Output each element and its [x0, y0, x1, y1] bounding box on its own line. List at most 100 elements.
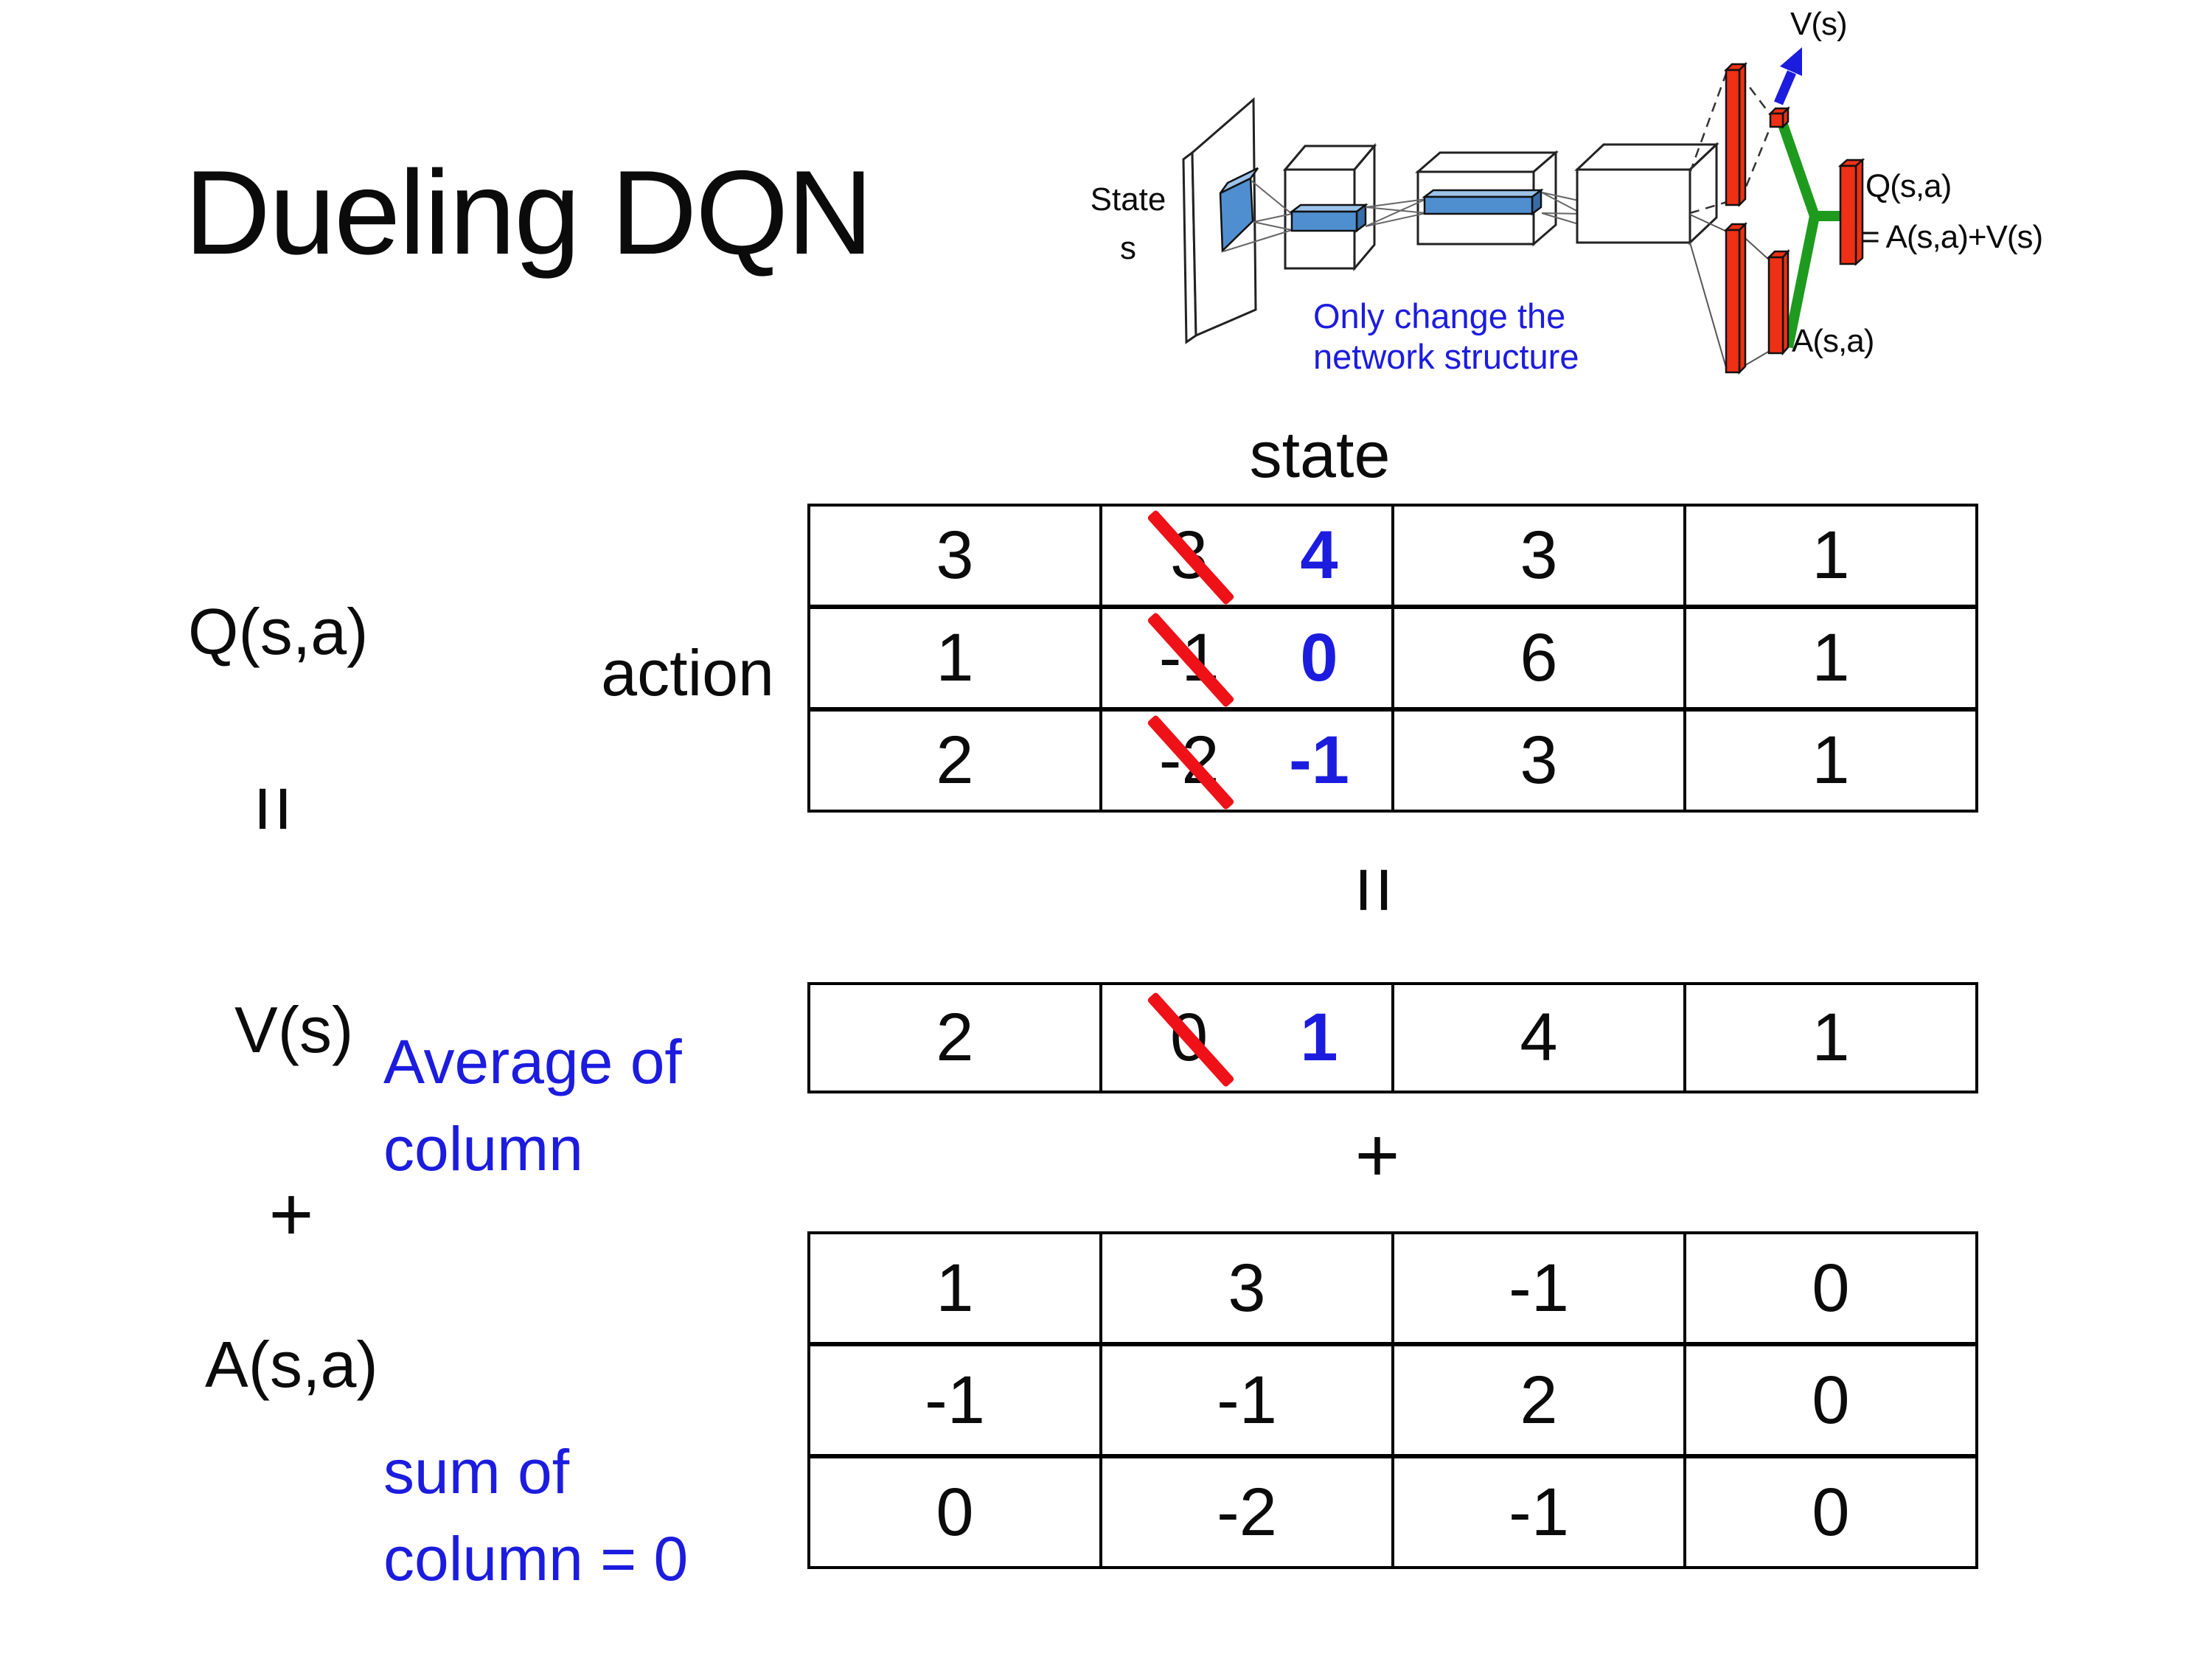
- v-new-value: 1: [1300, 1000, 1338, 1075]
- sum-note-line1: sum of: [383, 1437, 570, 1506]
- average-of-column-note: Average of column: [383, 1019, 682, 1192]
- q-cell: 1: [1683, 507, 1975, 605]
- fc-box: [1574, 142, 1719, 246]
- a-table: 1 3 -1 0 -1 -1 2 0 0 -2 -1 0: [807, 1231, 1978, 1569]
- plus-sign-left: +: [268, 1171, 314, 1257]
- q-cell: 1: [810, 609, 1099, 707]
- projection-lines-2: [1365, 198, 1427, 227]
- v-table-row: 2 0 1 4 1: [810, 985, 1975, 1091]
- average-note-line2: column: [383, 1113, 583, 1183]
- q-cell: 3: [1391, 507, 1683, 605]
- diagram-a-output-label: A(s,a): [1792, 323, 1874, 359]
- a-cell: 3: [1099, 1234, 1391, 1342]
- q-value: 1: [936, 620, 974, 695]
- q-value: 1: [1812, 620, 1850, 695]
- q-value: 1: [1812, 723, 1850, 798]
- v-value: 2: [936, 1000, 974, 1075]
- sum-of-column-note: sum of column = 0: [383, 1429, 688, 1602]
- q-value: 3: [1520, 723, 1558, 798]
- a-value: 0: [936, 1474, 974, 1550]
- q-new-value: -1: [1289, 723, 1349, 798]
- a-value: -1: [925, 1362, 985, 1438]
- q-cell: 3: [1391, 712, 1683, 810]
- a-value: 0: [1812, 1250, 1850, 1326]
- q-function-label: Q(s,a): [188, 595, 369, 668]
- equals-sign-left: =: [228, 785, 321, 833]
- a-cell: -2: [1099, 1458, 1391, 1566]
- conv-patch: [1219, 177, 1254, 253]
- plus-sign-center: +: [1354, 1112, 1400, 1198]
- q-cell: 6: [1391, 609, 1683, 707]
- a-value: 0: [1812, 1474, 1850, 1550]
- diagram-note-line2: network structure: [1313, 336, 1579, 376]
- a-table-row-2: -1 -1 2 0: [810, 1342, 1975, 1454]
- q-cell-crossed: -1 0: [1099, 609, 1391, 709]
- v-cell: 2: [810, 985, 1099, 1091]
- q-cell: 1: [1683, 712, 1975, 810]
- slide-title: Dueling DQN: [184, 146, 873, 279]
- q-output-bar: [1837, 158, 1865, 266]
- dueling-network-diagram: [1182, 47, 1865, 375]
- a-cell: -1: [1391, 1458, 1683, 1566]
- advantage-output-bar: [1766, 248, 1790, 356]
- conv-box-1: [1282, 142, 1377, 272]
- equals-sign-center: =: [1329, 866, 1422, 914]
- v-value: 1: [1812, 1000, 1850, 1075]
- value-node: [1767, 105, 1791, 130]
- q-new-value: 4: [1300, 518, 1338, 593]
- a-table-row-3: 0 -2 -1 0: [810, 1454, 1975, 1566]
- q-value: 1: [1812, 518, 1850, 593]
- q-cell: 1: [1683, 609, 1975, 707]
- diagram-state-line1: State: [1090, 181, 1166, 218]
- q-table: 3 3 4 3 1 1 -1 0 6 1 2 -2 -1 3 1: [807, 504, 1978, 813]
- a-value: -1: [1509, 1250, 1569, 1326]
- q-new-value: 0: [1300, 620, 1338, 695]
- diagram-state-label: State s: [1073, 175, 1183, 273]
- v-table: 2 0 1 4 1: [807, 982, 1978, 1093]
- q-value: 3: [1520, 518, 1558, 593]
- q-value: 2: [936, 723, 974, 798]
- q-cell: 3: [810, 507, 1099, 605]
- v-cell-crossed: 0 1: [1099, 985, 1391, 1091]
- a-value: 1: [936, 1250, 974, 1326]
- v-cell: 4: [1391, 985, 1683, 1091]
- state-header: state: [1249, 418, 1391, 491]
- a-value: -1: [1217, 1362, 1277, 1438]
- diagram-note: Only change the network structure: [1313, 296, 1579, 378]
- sum-note-line2: column = 0: [383, 1523, 689, 1593]
- stream-merge-lines: [1777, 120, 1843, 349]
- diagram-state-line2: s: [1120, 230, 1136, 266]
- a-value: -2: [1217, 1474, 1277, 1550]
- q-value: 6: [1520, 620, 1558, 695]
- a-function-label: A(s,a): [205, 1328, 378, 1401]
- projection-lines-1: [1222, 180, 1293, 252]
- average-note-line1: Average of: [383, 1027, 682, 1096]
- a-value: -1: [1509, 1474, 1569, 1550]
- diagram-q-output-label: Q(s,a): [1865, 168, 1952, 204]
- q-cell: 2: [810, 712, 1099, 810]
- a-cell: 0: [1683, 1458, 1975, 1566]
- action-label: action: [601, 636, 774, 709]
- diagram-q-output-formula: = A(s,a)+V(s): [1861, 219, 2043, 255]
- a-cell: -1: [1099, 1346, 1391, 1454]
- q-cell-crossed: -2 -1: [1099, 712, 1391, 811]
- a-cell: 0: [1683, 1234, 1975, 1342]
- diagram-note-line1: Only change the: [1313, 296, 1566, 335]
- a-cell: 1: [810, 1234, 1099, 1342]
- projection-lines-3: [1541, 192, 1583, 225]
- v-value: 4: [1520, 1000, 1558, 1075]
- a-table-row-1: 1 3 -1 0: [810, 1234, 1975, 1342]
- value-stream-bar: [1723, 61, 1748, 208]
- q-table-row-3: 2 -2 -1 3 1: [810, 707, 1975, 811]
- a-cell: -1: [1391, 1234, 1683, 1342]
- feature-bar-2: [1422, 188, 1544, 216]
- diagram-v-output-label: V(s): [1790, 6, 1848, 42]
- a-cell: -1: [810, 1346, 1099, 1454]
- a-value: 0: [1812, 1362, 1850, 1438]
- advantage-stream-bar: [1723, 221, 1748, 375]
- a-value: 3: [1228, 1250, 1266, 1326]
- feature-bar-1: [1289, 203, 1368, 233]
- value-arrow-icon: [1774, 47, 1802, 105]
- q-table-row-2: 1 -1 0 6 1: [810, 605, 1975, 709]
- a-value: 2: [1520, 1362, 1558, 1438]
